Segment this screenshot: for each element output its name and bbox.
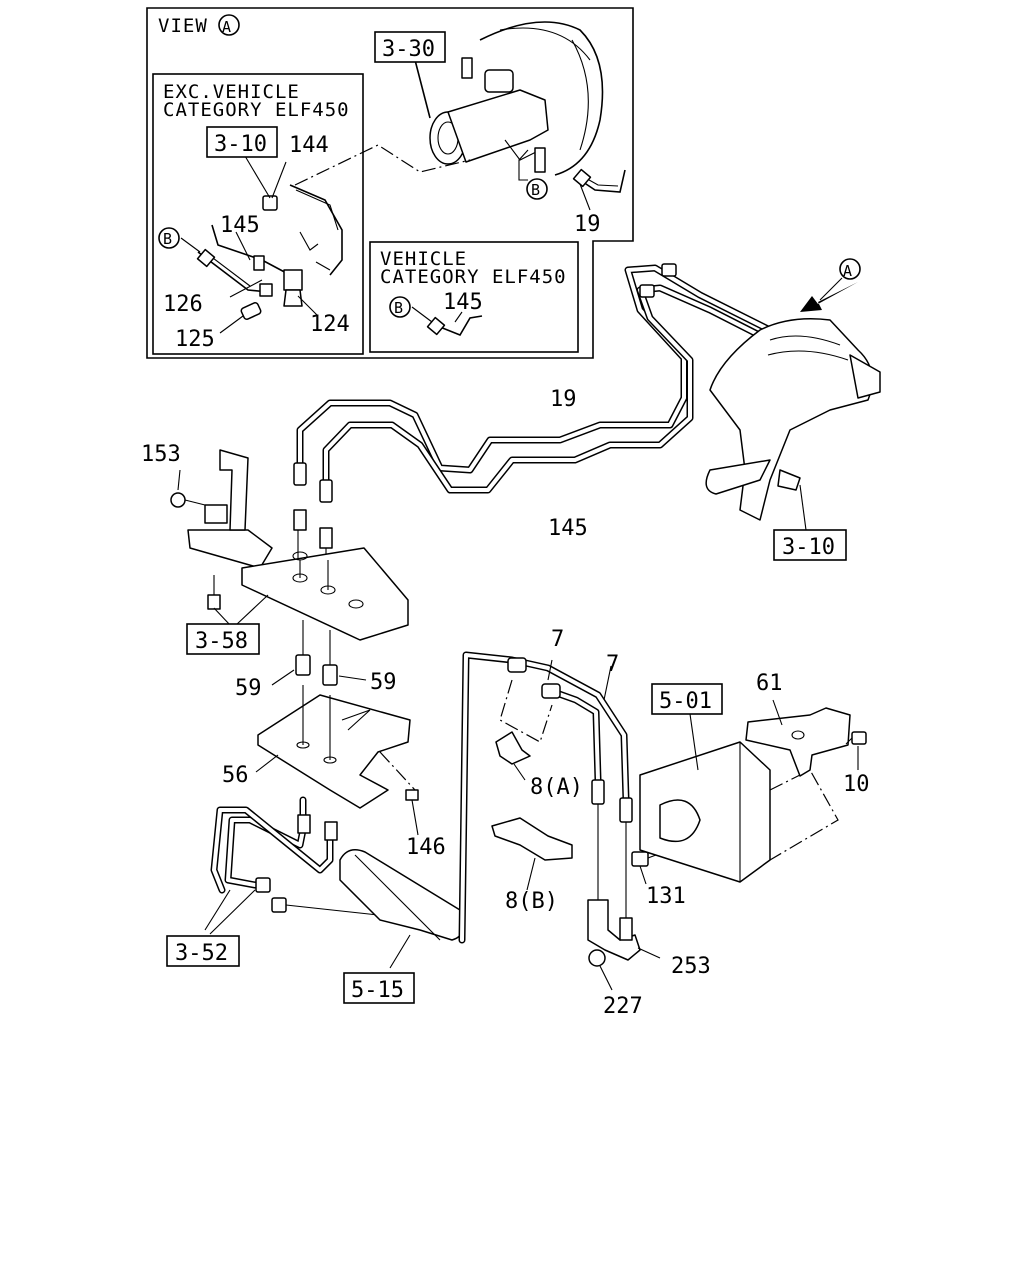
label-8b: 8(B)	[505, 889, 558, 914]
ref-3-30-label: 3-30	[382, 37, 435, 62]
frame-member	[639, 699, 867, 883]
label-145-inset: 145	[220, 213, 260, 238]
svg-text:B: B	[531, 181, 540, 199]
ref-box-5-01: 5-01	[651, 683, 723, 715]
svg-text:B: B	[394, 299, 403, 317]
label-19: 19	[550, 387, 577, 412]
lower-pipes	[204, 651, 633, 969]
label-125: 125	[175, 327, 215, 352]
svg-text:A: A	[843, 262, 852, 280]
label-153: 153	[141, 442, 181, 467]
label-7-right: 7	[606, 652, 619, 677]
label-126: 126	[163, 292, 203, 317]
circle-marker-b3: B	[389, 296, 411, 318]
junction-block	[170, 449, 409, 641]
view-a-arrow	[800, 277, 858, 312]
circle-marker-b1: B	[158, 227, 180, 249]
mounting-bracket	[255, 620, 419, 836]
view-title: VIEW	[158, 15, 208, 37]
label-56: 56	[222, 763, 249, 788]
view-a-inset: VIEW A EXC.VEHICLE CATEGORY ELF450 VEHIC…	[146, 7, 634, 359]
t-joint	[587, 851, 665, 991]
label-145-vehicle: 145	[443, 290, 483, 315]
label-227: 227	[603, 994, 643, 1019]
ref-box-3-52: 3-52	[166, 935, 240, 967]
circle-marker-b2: B	[526, 178, 548, 200]
vehicle-category-box	[369, 241, 579, 353]
exc-vehicle-line2: CATEGORY ELF450	[163, 99, 350, 121]
brake-lines	[293, 263, 774, 590]
vehicle-category-line1: VEHICLE	[380, 248, 467, 270]
ref-box-3-10-main: 3-10	[773, 529, 847, 561]
ref-3-58-label: 3-58	[195, 629, 248, 654]
view-marker: A	[222, 18, 232, 36]
label-144: 144	[289, 133, 329, 158]
label-59-right: 59	[370, 670, 397, 695]
ref-3-10-inset-label: 3-10	[214, 132, 267, 157]
part-labels: 144 145 126 125 124 19 145 19 145 153 59…	[141, 133, 870, 1019]
ref-3-52-label: 3-52	[175, 941, 228, 966]
ref-box-3-30: 3-30	[374, 31, 446, 63]
brake-booster-drawing	[429, 21, 604, 176]
view-marker-circle	[218, 14, 240, 36]
circle-marker-a-main: A	[839, 258, 861, 280]
ref-box-3-10-inset: 3-10	[206, 126, 278, 158]
label-10: 10	[843, 772, 870, 797]
label-7-left: 7	[551, 627, 564, 652]
label-145: 145	[548, 516, 588, 541]
ref-5-15-label: 5-15	[351, 978, 404, 1003]
label-146: 146	[406, 835, 446, 860]
label-124: 124	[310, 312, 350, 337]
ref-3-10-main-label: 3-10	[782, 535, 835, 560]
exc-vehicle-line1: EXC.VEHICLE	[163, 81, 300, 103]
exc-vehicle-box	[152, 73, 364, 355]
label-8a: 8(A)	[530, 775, 583, 800]
ref-box-3-58: 3-58	[186, 623, 260, 655]
svg-text:B: B	[163, 230, 172, 248]
label-61: 61	[756, 671, 783, 696]
label-59-left: 59	[235, 676, 262, 701]
ref-box-5-15: 5-15	[343, 972, 415, 1004]
label-253: 253	[671, 954, 711, 979]
ref-5-01-label: 5-01	[659, 689, 712, 714]
vehicle-category-line2: CATEGORY ELF450	[380, 266, 567, 288]
label-131: 131	[646, 884, 686, 909]
clips	[491, 679, 573, 891]
label-19-inset: 19	[574, 212, 601, 237]
brake-pedal-assembly	[705, 318, 881, 531]
